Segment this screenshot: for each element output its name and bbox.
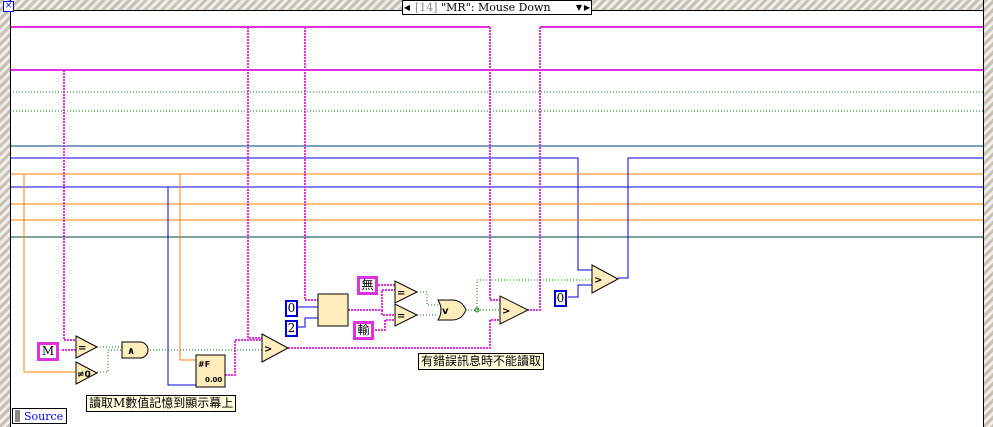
string-subset-node — [317, 293, 349, 327]
case-label: "MR": Mouse Down — [441, 1, 551, 14]
string-constant-m[interactable]: M — [37, 342, 59, 361]
svg-text:>: > — [502, 306, 510, 317]
equal-node-1 — [75, 335, 99, 359]
select-node-2 — [499, 295, 530, 325]
svg-text:=: = — [397, 288, 405, 299]
wire-num-2 — [10, 157, 983, 271]
svg-text:>: > — [594, 275, 602, 286]
svg-text:≠0: ≠0 — [77, 370, 91, 380]
or-node — [437, 299, 467, 321]
case-structure-right-border — [983, 0, 993, 427]
comment-read-m[interactable]: 讀取M數值記憶到顯示幕上 — [86, 395, 237, 412]
svg-text:0.00: 0.00 — [205, 376, 222, 384]
close-icon[interactable]: × — [3, 1, 14, 12]
format-number-node — [195, 354, 226, 388]
terminal-grip-icon — [15, 410, 20, 422]
case-structure-left-border — [0, 0, 11, 427]
string-constant-shu[interactable]: 輸 — [353, 321, 374, 340]
increment-arrow-icon[interactable]: ▶ — [583, 3, 591, 12]
svg-text:=: = — [78, 343, 86, 354]
select-node-3 — [591, 264, 620, 294]
svg-text:∧: ∧ — [127, 346, 135, 357]
decrement-arrow-icon[interactable]: ◀ — [403, 3, 411, 12]
svg-text:#F: #F — [198, 360, 210, 369]
not-equal-zero-node — [75, 361, 99, 385]
svg-text:=: = — [397, 311, 405, 322]
comment-error[interactable]: 有錯誤訊息時不能讀取 — [418, 353, 545, 370]
source-terminal[interactable]: Source — [12, 408, 68, 424]
equal-node-3 — [394, 303, 419, 327]
numeric-constant-length[interactable]: 2 — [285, 320, 298, 337]
numeric-constant-offset[interactable]: 0 — [285, 300, 298, 317]
source-label: Source — [24, 409, 64, 423]
select-node-1 — [261, 333, 290, 363]
case-selector[interactable]: ◀ [14] "MR": Mouse Down ▼ ▶ — [402, 0, 592, 15]
numeric-constant-zero[interactable]: 0 — [554, 290, 567, 307]
and-node — [121, 341, 149, 359]
case-index: [14] — [415, 1, 438, 14]
svg-text:v: v — [442, 306, 449, 317]
equal-node-2 — [394, 280, 419, 304]
string-constant-wu[interactable]: 無 — [357, 276, 378, 295]
svg-text:>: > — [264, 344, 272, 355]
dropdown-icon[interactable]: ▼ — [575, 3, 583, 12]
